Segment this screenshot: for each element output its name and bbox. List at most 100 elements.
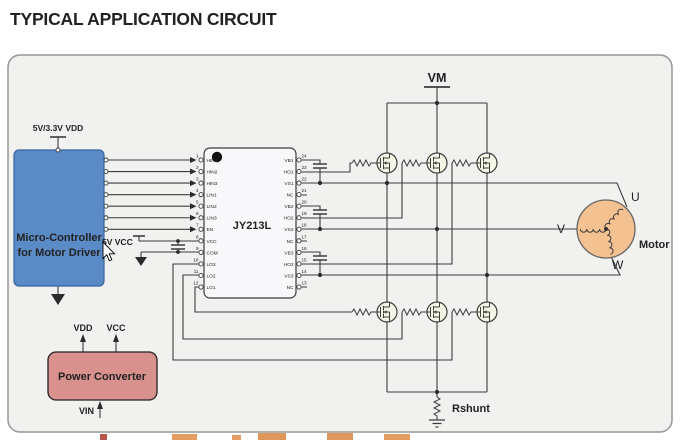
ic-pin-label: HIN3 bbox=[207, 181, 218, 187]
vcc-supply-label: 5V VCC bbox=[102, 237, 133, 247]
mcu-signal-arrows bbox=[103, 157, 197, 233]
nc-stubs bbox=[301, 194, 307, 288]
ic-pin-9-com bbox=[198, 249, 204, 255]
ic-pin-6-lin3 bbox=[198, 215, 204, 221]
ic-pin-number: 2 bbox=[196, 165, 199, 170]
mouse-cursor-icon bbox=[102, 240, 116, 262]
ic-pin-label: VB2 bbox=[284, 204, 293, 210]
mcu-block bbox=[13, 149, 105, 287]
ic-pin-number: 7 bbox=[196, 223, 199, 228]
ic-pin-18-vs2 bbox=[296, 226, 302, 232]
ic-pin-3-hin3 bbox=[198, 180, 204, 186]
mcu-output-terminal bbox=[103, 215, 109, 221]
vcc-arrowhead-icon bbox=[113, 334, 119, 342]
ic-pin-number: 3 bbox=[196, 177, 199, 182]
ic-pin-16-vb3 bbox=[296, 249, 302, 255]
signal-arrowhead-icon bbox=[190, 180, 197, 187]
ic-pin-number: 13 bbox=[302, 280, 308, 285]
ic-pin-number: 5 bbox=[196, 200, 199, 205]
com-wire bbox=[140, 251, 199, 257]
ic-pin-number: 21 bbox=[302, 188, 308, 193]
low-source-wires bbox=[386, 322, 488, 392]
ic-pin-number: 14 bbox=[302, 269, 308, 274]
mcu-output-terminal bbox=[103, 203, 109, 209]
vb2-wire bbox=[301, 205, 321, 229]
ic-pin-label: VS2 bbox=[284, 227, 293, 233]
watermark-fragments bbox=[100, 433, 410, 440]
high-drain-wires bbox=[386, 103, 488, 153]
ic-pin-label: HIN1 bbox=[207, 158, 218, 164]
mcu-output-terminal bbox=[103, 226, 109, 232]
vm-label: VM bbox=[428, 71, 447, 85]
signal-arrowhead-icon bbox=[190, 226, 197, 233]
wires bbox=[50, 86, 628, 420]
ic-pin-20-vb2 bbox=[296, 203, 302, 209]
bootstrap-cap-3 bbox=[313, 255, 327, 261]
mcu-label-line2: for Motor Driver bbox=[17, 247, 101, 259]
ic-pin-number: 24 bbox=[302, 153, 308, 158]
ic-pin-number: 9 bbox=[196, 246, 199, 251]
ic-pin-14-vs3 bbox=[296, 272, 302, 279]
lo2-wire bbox=[182, 274, 427, 340]
ic-pin-number: 17 bbox=[302, 234, 308, 239]
phase-w-label: W bbox=[612, 258, 624, 272]
ic-pin-number: 18 bbox=[302, 223, 308, 228]
vb1-wire bbox=[301, 159, 321, 183]
ic-pin-label: HIN2 bbox=[207, 169, 218, 175]
com-ground-icon bbox=[135, 257, 147, 266]
bootstrap-cap-2 bbox=[313, 209, 327, 215]
power-arrowheads bbox=[80, 334, 119, 409]
signal-arrowhead-icon bbox=[190, 168, 197, 175]
phase-v-label: V bbox=[557, 222, 565, 236]
mcu-output-terminal bbox=[103, 192, 109, 198]
ic-pin-number: 12 bbox=[193, 280, 199, 285]
ic-pin-number: 8 bbox=[196, 234, 199, 239]
ic-pin-5-lin2 bbox=[198, 203, 204, 209]
mcu-ground-icon bbox=[51, 294, 65, 305]
mosfet-high-w bbox=[476, 152, 498, 174]
ic-pin-number: 20 bbox=[302, 200, 308, 205]
capacitors bbox=[171, 163, 327, 261]
ic-pin-label: LIN2 bbox=[207, 204, 217, 210]
phase-w-wire bbox=[301, 257, 621, 276]
ic-pin-label: HO3 bbox=[284, 262, 294, 268]
ic-pin-22-vs1 bbox=[296, 180, 302, 186]
power-converter-block bbox=[47, 351, 158, 401]
vin-arrowhead-icon bbox=[97, 401, 103, 409]
ic-pin-label: VS3 bbox=[284, 273, 293, 279]
ic-pin-7-en bbox=[198, 226, 204, 232]
ic-pin-label: LIN3 bbox=[207, 216, 217, 222]
mcu-supply-label: 5V/3.3V VDD bbox=[33, 123, 84, 133]
ho1-wire bbox=[301, 162, 377, 173]
mosfet-low-v bbox=[426, 301, 448, 323]
mcu-supply-terminal bbox=[55, 147, 61, 153]
signal-arrowhead-icon bbox=[190, 191, 197, 198]
vdd-label: VDD bbox=[73, 323, 93, 333]
ic-pin-number: 11 bbox=[194, 269, 199, 274]
junction-dots bbox=[176, 100, 490, 395]
mcu-label-line1: Micro-Controller bbox=[16, 232, 102, 244]
ic-pin-12-lo1 bbox=[198, 284, 204, 290]
ic-pin-label: VCC bbox=[207, 239, 218, 245]
ic-pin1-marker-icon bbox=[211, 151, 223, 163]
mosfet-high-v bbox=[426, 152, 448, 174]
ic-pin-number: 1 bbox=[196, 153, 199, 158]
ic-pin-label: NC bbox=[287, 193, 294, 199]
mcu-output-terminal bbox=[103, 169, 109, 175]
vcc-out-label: VCC bbox=[106, 323, 126, 333]
mcu-output-terminal bbox=[103, 180, 109, 186]
mosfet-low-w bbox=[476, 301, 498, 323]
vcc-decoupling-cap bbox=[171, 244, 185, 250]
ic-pin-13-nc bbox=[296, 284, 302, 290]
ic-pin-label: LO3 bbox=[207, 262, 216, 268]
ic-part-number: JY213L bbox=[233, 220, 272, 232]
ic-pin-4-lin1 bbox=[198, 192, 204, 198]
vin-label: VIN bbox=[79, 406, 94, 416]
ic-pin-2-hin2 bbox=[198, 168, 204, 175]
motor-windings-icon bbox=[579, 207, 624, 255]
rshunt-ground-icon bbox=[429, 419, 445, 428]
ic-pin-label: VB3 bbox=[284, 250, 293, 256]
vcc-wire bbox=[138, 236, 199, 242]
